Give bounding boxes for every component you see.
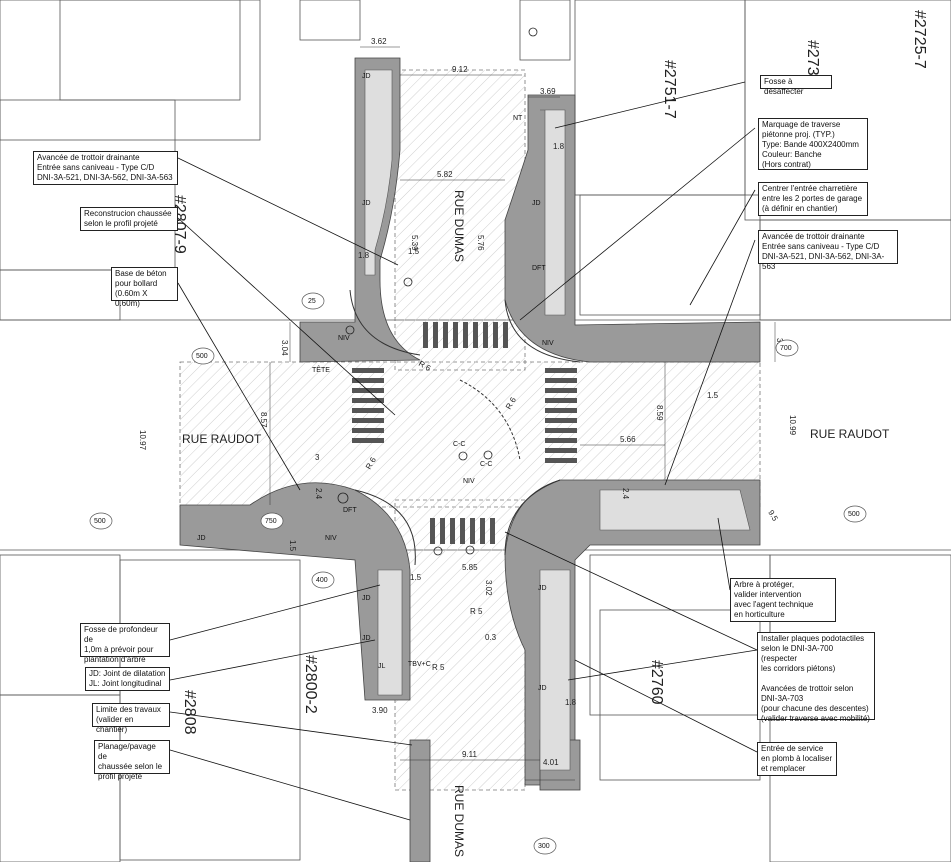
dim-859: 8.59 — [655, 405, 664, 421]
tag-jd-7: JD — [538, 585, 547, 592]
lot-2751: #2751-7 — [661, 60, 678, 119]
tag-niv-2: NIV — [542, 340, 554, 347]
dimension-lines — [269, 46, 776, 781]
dim-401: 4.01 — [543, 758, 559, 767]
roadway-hatch-area — [179, 69, 761, 791]
dim-24a: 2.4 — [314, 488, 323, 500]
street-dumas-north: RUE DUMAS — [452, 190, 466, 262]
dim-369: 3.69 — [540, 87, 556, 96]
dim-362: 3.62 — [371, 37, 387, 46]
leader-lines — [169, 81, 758, 821]
tag-niv-4: NIV — [325, 535, 337, 542]
note-base-beton: Base de béton pour bollard (0.60m X 0.60… — [111, 267, 178, 308]
note-avancee-trottoir-ouest: Avancée de trottoir drainante Entrée san… — [33, 151, 178, 185]
dim-1097: 10.97 — [138, 430, 147, 451]
dim-18a: 1.8 — [358, 251, 370, 260]
dim-3: 3 — [315, 453, 320, 462]
cloud-25: 25 — [308, 298, 316, 305]
dim-1099: 10.99 — [788, 415, 797, 436]
cloud-300: 300 — [538, 843, 550, 850]
dim-302: 3.02 — [484, 580, 493, 596]
dim-03: 0.3 — [485, 633, 497, 642]
lot-2760: #2760 — [648, 660, 665, 705]
crosswalk-north — [423, 322, 508, 348]
note-joints: JD: Joint de dilatation JL: Joint longit… — [85, 667, 170, 691]
street-raudot-east: RUE RAUDOT — [810, 427, 890, 441]
tag-jd-1: JD — [362, 73, 371, 80]
cloud-500-3: 500 — [848, 511, 860, 518]
cloud-500-2: 500 — [94, 518, 106, 525]
dim-911: 9.11 — [462, 750, 478, 759]
dim-15c: 1.5 — [410, 573, 422, 582]
note-fosse-desaffecter: Fosse à désaffecter — [760, 75, 832, 96]
tag-dft-2: DFT — [343, 507, 357, 514]
sidewalk-infill — [364, 69, 751, 771]
cloud-500-1: 500 — [196, 353, 208, 360]
dim-95: 9.5 — [766, 509, 780, 524]
tag-jl: JL — [378, 663, 386, 670]
tag-cc-2: C-C — [480, 461, 492, 468]
cloud-markers — [89, 292, 867, 855]
dim-15b: 1.5 — [707, 391, 719, 400]
dim-582: 5.82 — [437, 170, 453, 179]
cloud-400: 400 — [316, 577, 328, 584]
tag-jd-2: JD — [362, 200, 371, 207]
dim-576: 5.76 — [476, 235, 485, 251]
note-marquage-traverse: Marquage de traverse piétonne proj. (TYP… — [758, 118, 868, 170]
tag-dft-1: DFT — [532, 265, 546, 272]
tag-nt: NT — [513, 115, 523, 122]
note-planage-pavage: Planage/pavage de chaussée selon le prof… — [94, 740, 170, 781]
dim-18c: 1.8 — [565, 698, 577, 707]
lot-273: #273 — [804, 40, 821, 76]
tag-jd-3: JD — [532, 200, 541, 207]
crosswalk-east — [545, 368, 577, 463]
dim-15a: 1.5 — [408, 247, 420, 256]
lot-2808: #2808 — [181, 690, 198, 735]
dim-566: 5.66 — [620, 435, 636, 444]
tag-jd-6: JD — [362, 635, 371, 642]
dim-539: 5.39 — [410, 235, 419, 251]
crosswalk-south — [430, 518, 495, 544]
dim-1b: 1.5 — [288, 540, 297, 552]
dim-18b: 1.8 — [553, 142, 565, 151]
tag-jd-5: JD — [362, 595, 371, 602]
dim-390: 3.90 — [372, 706, 388, 715]
lot-2725: #2725-7 — [911, 10, 928, 69]
tag-jd-8: JD — [538, 685, 547, 692]
tag-niv-1: NIV — [338, 335, 350, 342]
tag-cc-1: C-C — [453, 441, 465, 448]
dim-585: 5.85 — [462, 563, 478, 572]
dim-24b: 2.4 — [621, 488, 630, 500]
note-plaques-podotactiles: Installer plaques podotactiles selon le … — [757, 632, 875, 723]
note-entree-service: Entrée de service en plomb à localiser e… — [757, 742, 837, 776]
note-limite-travaux: Limite des travaux (valider en chantier) — [92, 703, 170, 734]
note-reconstruction-chaussee: Reconstrucion chaussée selon le profil p… — [80, 207, 178, 231]
street-dumas-south: RUE DUMAS — [452, 785, 466, 857]
lot-2800: #2800-2 — [302, 655, 319, 714]
street-raudot-west: RUE RAUDOT — [182, 432, 262, 446]
dim-r5b: R 5 — [432, 663, 445, 672]
tag-jd-4: JD — [197, 535, 206, 542]
curb-arcs — [349, 289, 581, 566]
cloud-700: 700 — [780, 345, 792, 352]
note-arbre-proteger: Arbre à protéger, valider intervention a… — [730, 578, 836, 622]
dim-304: 3.04 — [280, 340, 289, 356]
note-fosse-profondeur: Fosse de profondeur de 1,0m à prévoir po… — [80, 623, 170, 664]
utility-fixtures — [337, 27, 538, 556]
note-entree-charretiere: Centrer l'entrée charretière entre les 2… — [758, 182, 868, 216]
dim-912: 9.12 — [452, 65, 468, 74]
note-avancee-trottoir-est: Avancée de trottoir drainante Entrée san… — [758, 230, 898, 271]
tag-tete: TÊTE — [312, 365, 330, 374]
tag-tbv: TBV+C — [408, 661, 431, 668]
tag-niv-3: NIV — [463, 478, 475, 485]
dim-r5a: R 5 — [470, 607, 483, 616]
dim-857: 8.57 — [259, 412, 268, 428]
cloud-750: 750 — [265, 518, 277, 525]
